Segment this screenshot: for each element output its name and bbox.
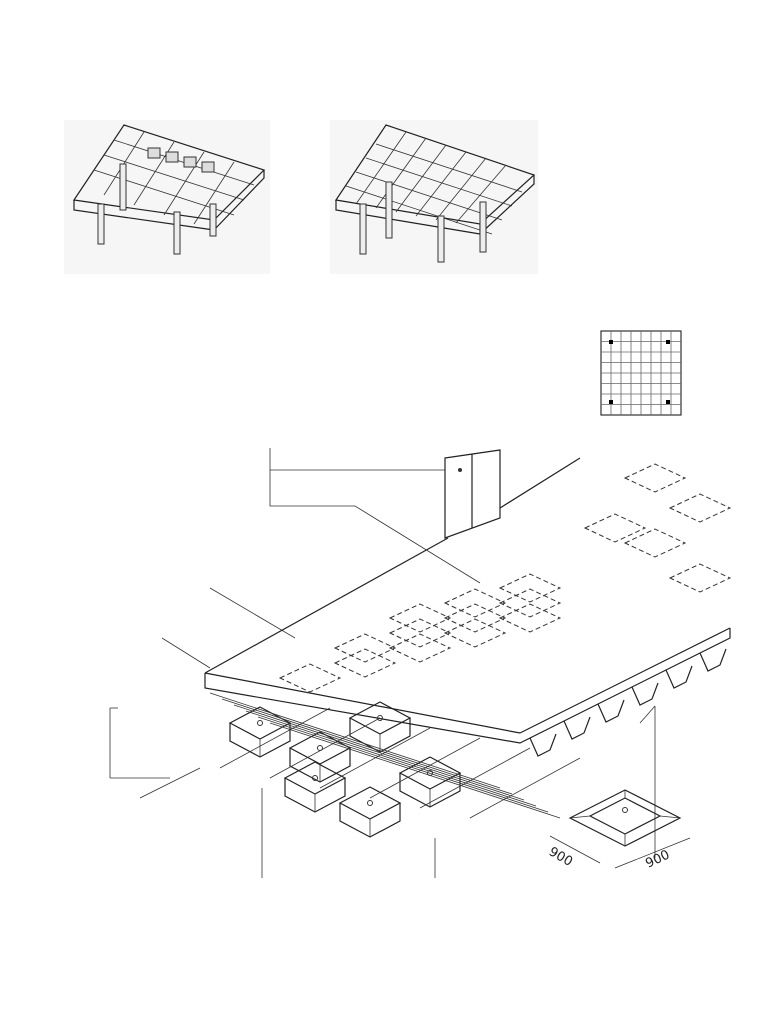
rib xyxy=(665,665,693,689)
dimension-length: 900 xyxy=(643,848,672,872)
rebar xyxy=(419,747,531,809)
rib xyxy=(597,699,625,723)
void-outline xyxy=(388,603,452,633)
void-outline xyxy=(388,618,452,648)
void-outline xyxy=(333,633,397,663)
void-outline xyxy=(278,663,342,693)
pod xyxy=(348,701,412,753)
void-outline xyxy=(443,603,507,633)
rib xyxy=(563,716,591,740)
rib-profile xyxy=(529,648,727,757)
void-outline xyxy=(623,528,687,558)
rebar xyxy=(209,692,501,789)
leader-lines xyxy=(109,448,656,878)
void-outline xyxy=(668,563,732,593)
void-outline xyxy=(583,513,647,543)
waffle-slab-section-detail: 900 900 xyxy=(100,438,740,888)
void-outline xyxy=(498,588,562,618)
rebar xyxy=(269,722,561,819)
rebar xyxy=(319,727,431,789)
pod xyxy=(283,761,347,813)
void-outline xyxy=(623,463,687,493)
rebar xyxy=(369,737,481,799)
rebar xyxy=(233,704,525,801)
waffle-slab-full-grid-drawing xyxy=(330,120,538,274)
rebar xyxy=(257,716,549,813)
rebar xyxy=(221,698,513,795)
single-pod-former: 900 900 xyxy=(546,789,691,872)
void-outlines xyxy=(278,463,732,693)
rebar xyxy=(269,717,381,779)
dimension-width: 900 xyxy=(546,844,575,869)
column xyxy=(444,449,581,539)
void-outline xyxy=(443,588,507,618)
key-plan-grid xyxy=(600,330,682,416)
waffle-slab-perspective-1 xyxy=(72,124,266,255)
pod-formers xyxy=(209,692,581,838)
void-outline xyxy=(388,633,452,663)
void-outline xyxy=(498,573,562,603)
pod xyxy=(228,706,292,758)
rebar xyxy=(469,757,581,819)
key-plan-svg xyxy=(600,330,682,416)
void-outline xyxy=(443,618,507,648)
rib xyxy=(529,733,557,757)
void-outline xyxy=(333,648,397,678)
waffle-slab-with-solid-heads-drawing xyxy=(64,120,270,274)
pod xyxy=(338,786,402,838)
waffle-slab-perspective-2 xyxy=(334,124,536,263)
slab-outline xyxy=(204,537,731,744)
rib xyxy=(631,682,659,706)
rebar xyxy=(245,710,537,807)
void-outline xyxy=(668,493,732,523)
waffle-slab-detail-svg: 900 900 xyxy=(109,448,732,878)
void-outline xyxy=(498,603,562,633)
rib xyxy=(699,648,727,672)
rebar xyxy=(219,707,331,769)
